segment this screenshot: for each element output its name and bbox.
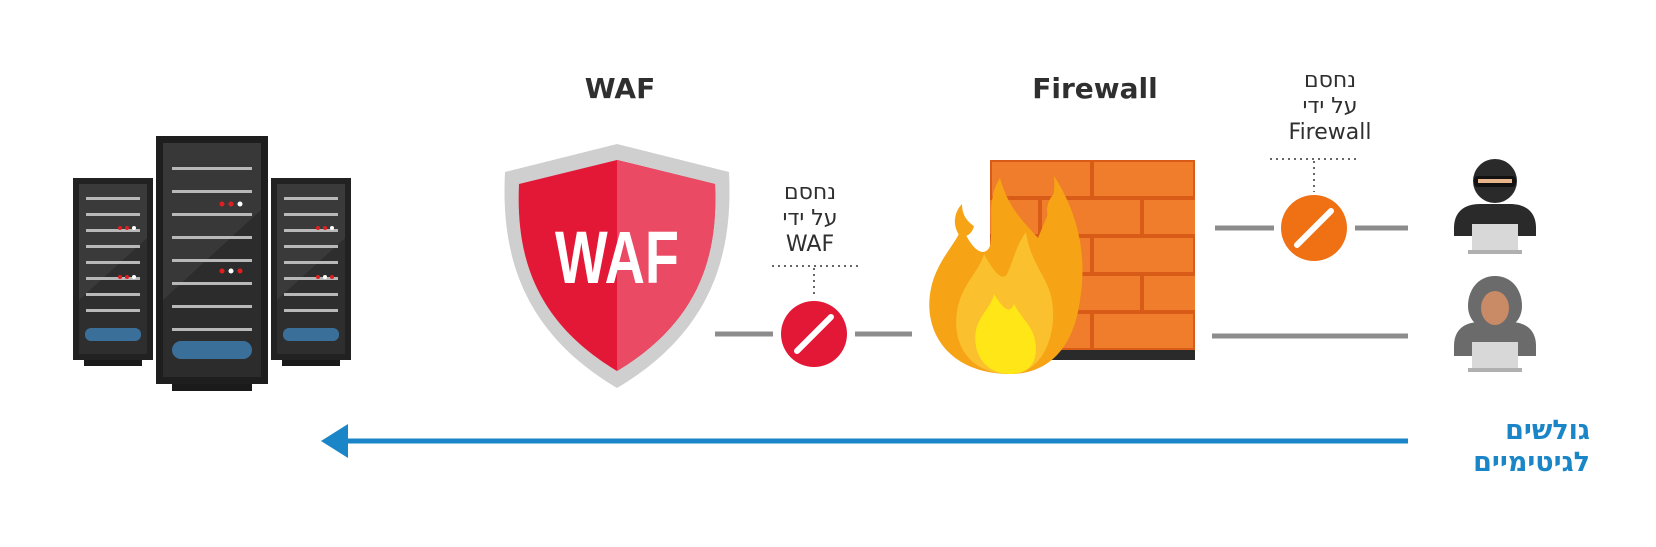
brick-wall-fire-icon — [929, 160, 1195, 374]
legit-users-label: גולשים לגיטימיים — [1440, 415, 1590, 479]
shield-label: WAF — [555, 216, 679, 299]
blocked-firewall-line-3: Firewall — [1288, 120, 1372, 145]
blocked-by-firewall-label: נחסם על ידי Firewall — [1265, 68, 1395, 146]
dotted-pointers — [772, 158, 1358, 298]
server-rack-icon — [73, 136, 351, 391]
server-right — [271, 178, 351, 366]
waf-block-icon — [781, 301, 847, 367]
firewall-title: Firewall — [1032, 72, 1158, 105]
firewall-block-icon — [1281, 195, 1347, 261]
waf-shield-icon: WAF — [504, 144, 730, 388]
server-center — [156, 136, 268, 391]
arrow-left-icon — [321, 424, 1408, 458]
server-left — [73, 178, 153, 366]
legit-users-line-2: לגיטימיים — [1473, 447, 1590, 478]
fire-icon — [929, 176, 1083, 374]
blocked-by-waf-label: נחסם על ידי WAF — [750, 180, 870, 258]
blocked-firewall-line-2: על ידי — [1302, 94, 1358, 119]
hooded-user-icon — [1454, 276, 1536, 372]
blocked-waf-line-1: נחסם — [783, 180, 837, 205]
connector-lines — [715, 225, 1408, 339]
legit-users-line-1: גולשים — [1505, 415, 1590, 446]
hacker-icon — [1454, 159, 1536, 254]
waf-title: WAF — [584, 72, 656, 105]
blocked-firewall-line-1: נחסם — [1303, 68, 1357, 93]
blocked-waf-line-3: WAF — [785, 232, 835, 257]
blocked-waf-line-2: על ידי — [782, 206, 838, 231]
